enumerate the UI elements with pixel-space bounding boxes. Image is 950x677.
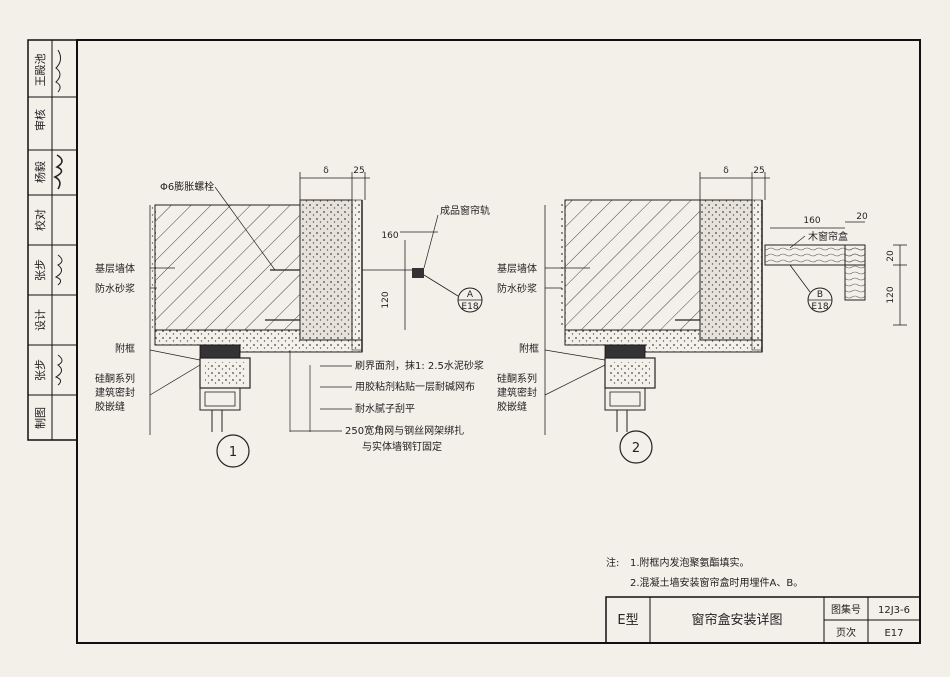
label-silicone-2: 建筑密封 <box>95 386 135 399</box>
callout-a-letter: A <box>467 290 474 300</box>
label-silicone-2: 建筑密封 <box>497 386 537 399</box>
curtain-rail <box>412 268 424 278</box>
title-block: E型 窗帘盒安装详图 图集号 12J3-6 页次 E17 <box>605 596 921 644</box>
note-b: 用胶粘剂粘贴一层耐碱网布 <box>355 380 475 393</box>
detail-2-number: 2 <box>632 441 640 456</box>
wood-curtain-box-side <box>844 244 866 301</box>
dim-120: 120 <box>886 286 896 303</box>
label-sub-frame: 附框 <box>519 342 539 355</box>
detail-1-number: 1 <box>229 445 237 460</box>
signature-sidebar: 审核 王殿池 杨毅 校对 张步 设计 张步 制图 <box>27 39 78 441</box>
dim-delta: δ <box>323 166 329 176</box>
sidebar-label-0: 审核 <box>33 109 47 131</box>
note-d: 250宽角网与钢丝网架绑扎 <box>345 424 464 437</box>
sidebar-label-6: 制图 <box>34 407 47 429</box>
note-a: 刷界面剂，抹1: 2.5水泥砂浆 <box>355 359 484 372</box>
signature-scribble <box>54 354 63 386</box>
atlas-value: 12J3-6 <box>878 605 910 616</box>
dim-160: 160 <box>803 216 820 226</box>
sidebar-sign-0: 王殿池 <box>34 54 47 87</box>
detail-1-number-circle <box>216 434 250 468</box>
dim-25: 25 <box>353 166 364 176</box>
label-box: 木窗帘盒 <box>808 230 848 243</box>
sidebar-label-1: 杨毅 <box>33 161 47 183</box>
dim-20a: 20 <box>856 212 868 222</box>
dim-160: 160 <box>381 231 398 241</box>
detail-2-number-circle <box>619 430 653 464</box>
label-rail: 成品窗帘轨 <box>440 204 490 217</box>
atlas-label: 图集号 <box>831 603 861 616</box>
notes-line-2: 2.混凝土墙安装窗帘盒时用埋件A、B。 <box>630 576 803 589</box>
sidebar-label-4: 设计 <box>34 309 47 331</box>
sidebar-label-2: 校对 <box>33 209 47 231</box>
title-main: 窗帘盒安装详图 <box>691 612 782 628</box>
page-value: E17 <box>884 628 903 639</box>
sidebar-label-3: 张步 <box>34 259 47 281</box>
callout-b-letter: B <box>817 290 823 300</box>
dim-20b: 20 <box>886 250 896 262</box>
signature-scribble <box>53 154 63 190</box>
page-label: 页次 <box>836 626 856 639</box>
notes: 注: 1.附框内发泡聚氨酯填实。 2.混凝土墙安装窗帘盒时用埋件A、B。 <box>606 556 803 589</box>
callout-a-ref: E18 <box>461 302 478 312</box>
sidebar-label-5: 张步 <box>34 359 47 381</box>
label-bolt: Φ6膨胀螺栓 <box>160 180 214 193</box>
label-base-wall: 基层墙体 <box>95 262 135 275</box>
callout-b-ref: E18 <box>811 302 828 312</box>
detail-2: δ 25 160 20 20 120 B E18 <box>497 166 907 464</box>
outer-plaster <box>351 199 363 351</box>
dim-25: 25 <box>753 166 764 176</box>
notes-prefix: 注: <box>606 556 619 569</box>
dim-120: 120 <box>381 291 391 308</box>
label-silicone-3: 胶嵌缝 <box>497 400 527 413</box>
label-silicone-1: 硅酮系列 <box>497 372 537 385</box>
label-silicone-3: 胶嵌缝 <box>95 400 125 413</box>
signature-scribble <box>55 49 62 93</box>
signature-scribble <box>54 254 63 286</box>
label-waterproof: 防水砂浆 <box>95 282 135 295</box>
note-c: 耐水腻子刮平 <box>355 402 415 415</box>
label-silicone-1: 硅酮系列 <box>95 372 135 385</box>
detail-1: δ 25 160 120 A <box>95 166 490 468</box>
notes-line-1: 1.附框内发泡聚氨酯填实。 <box>630 556 750 569</box>
label-base-wall: 基层墙体 <box>497 262 537 275</box>
base-wall-hatch <box>564 199 701 331</box>
note-e: 与实体墙钢钉固定 <box>362 440 442 453</box>
waterproof-mortar <box>150 205 156 330</box>
label-waterproof: 防水砂浆 <box>497 282 537 295</box>
title-type: E型 <box>617 613 638 628</box>
base-wall-hatch <box>154 204 301 331</box>
dim-delta: δ <box>723 166 729 176</box>
label-sub-frame: 附框 <box>115 342 135 355</box>
